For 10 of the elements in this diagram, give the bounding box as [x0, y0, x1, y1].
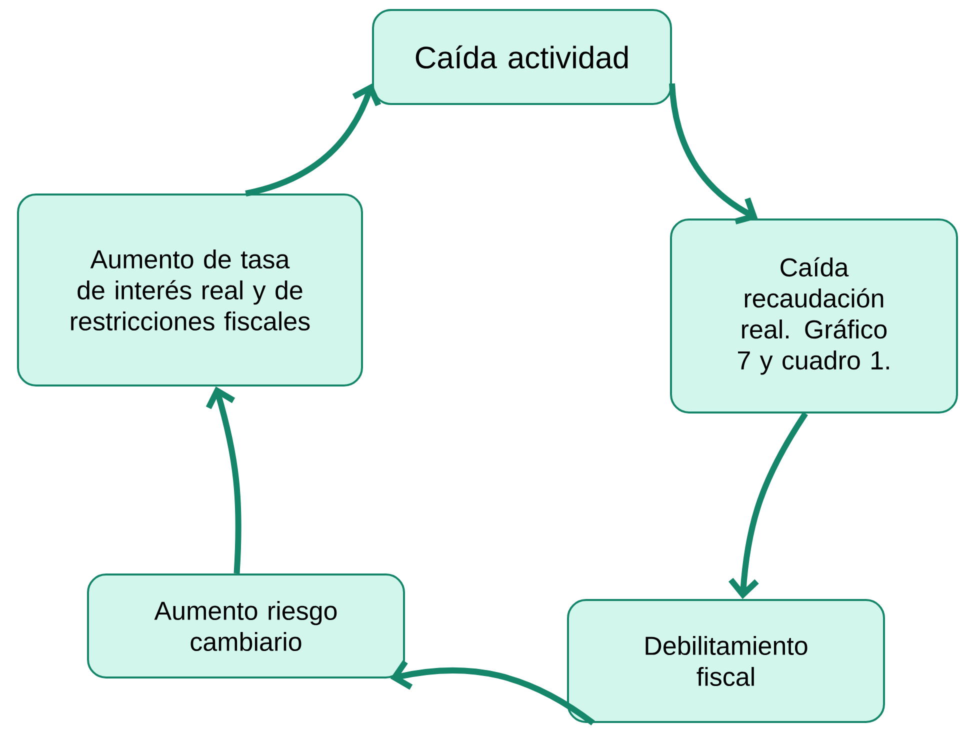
arrow: [206, 386, 242, 574]
process-box: Aumento de tasa de interés real y de restricciones fiscales: [17, 194, 363, 386]
arrow: [390, 660, 595, 726]
process-box: Debilitamiento fiscal: [567, 599, 885, 723]
process-box: Aumento riesgo cambiario: [87, 574, 405, 678]
process-box: Caída actividad: [372, 9, 672, 105]
process-box: Caída recaudación real. Gráfico 7 y cuadro 1.: [670, 218, 958, 414]
arrow: [245, 83, 382, 196]
arrow: [669, 83, 758, 224]
arrow: [728, 412, 808, 599]
